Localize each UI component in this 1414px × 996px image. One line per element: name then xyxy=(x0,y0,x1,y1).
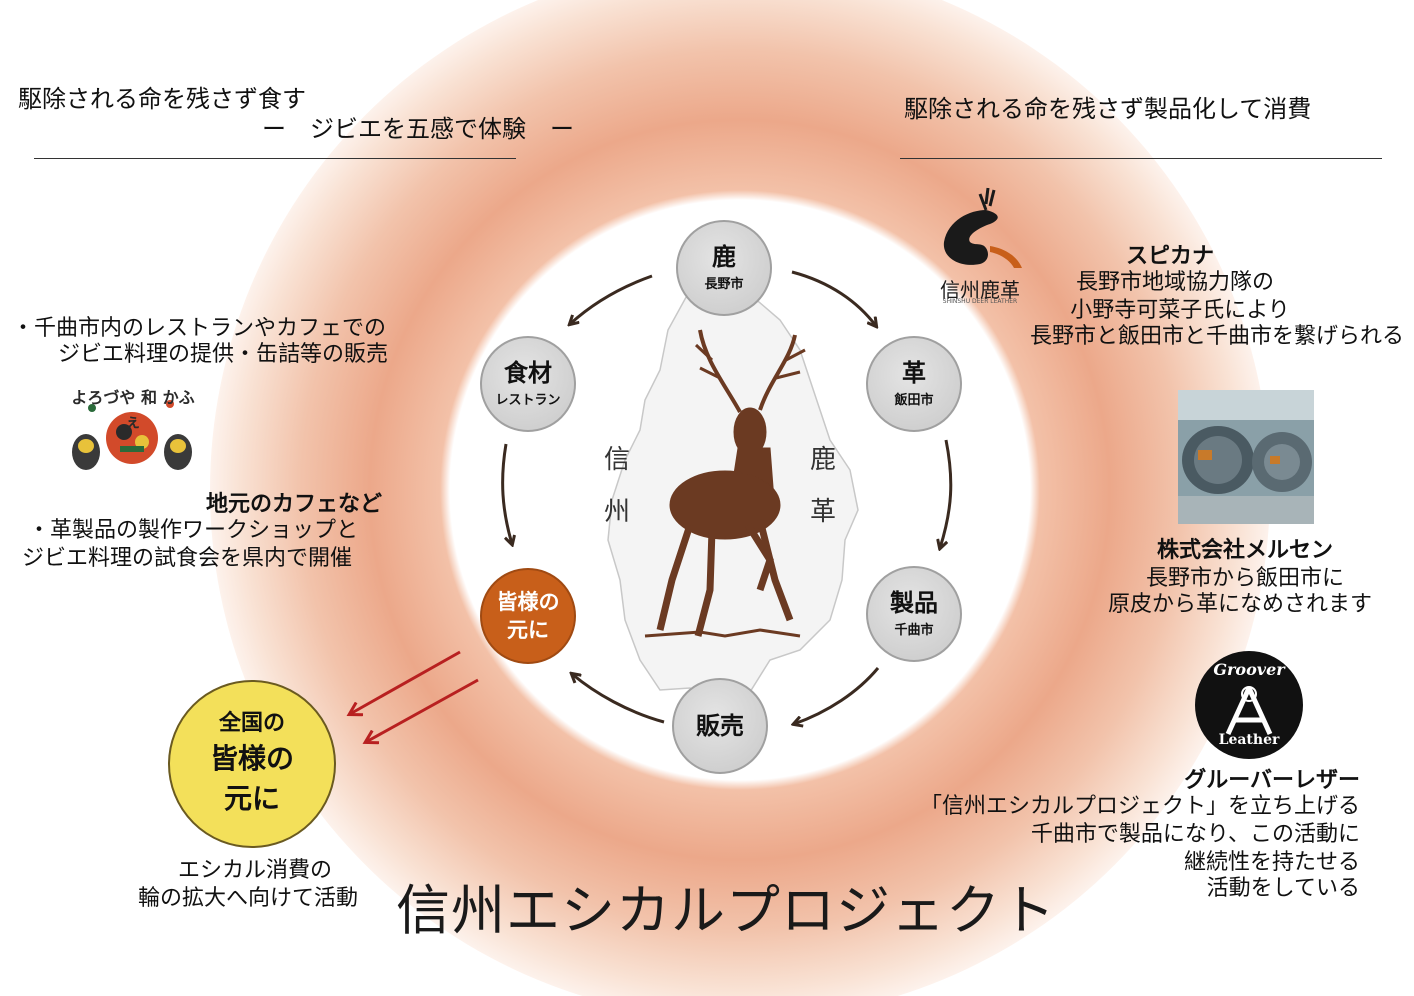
national-line3: 元に xyxy=(223,782,280,815)
left-item1-line1: ・千曲市内のレストランやカフェでの xyxy=(12,316,387,341)
national-caption1: エシカル消費の xyxy=(177,858,332,883)
node-center: 皆様の 元に xyxy=(480,568,576,664)
vertical-right-char-2: 革 xyxy=(809,497,836,527)
node-shokuzai-sub: レストラン xyxy=(495,393,561,408)
factory-photo-icon xyxy=(1178,390,1314,524)
arrow-hanbai-to-center xyxy=(572,674,665,724)
mersen-photo xyxy=(1178,390,1314,524)
groover-line1: 「信州エシカルプロジェクト」を立ち上げる xyxy=(919,794,1360,819)
left-item2-line2: ジビエ料理の試食会を県内で開催 xyxy=(22,546,353,571)
deer-head-logo-icon xyxy=(943,187,1022,268)
node-hanbai: 販売 xyxy=(672,678,768,774)
cafe-logo-icon xyxy=(62,380,202,500)
groover-line4: 活動をしている xyxy=(1206,876,1360,901)
groover-logo: Groover Leather xyxy=(1194,650,1304,760)
node-shika-main: 鹿 xyxy=(712,242,736,271)
spikana-title: スピカナ xyxy=(1125,244,1214,269)
node-shika: 鹿 長野市 xyxy=(676,220,772,316)
vertical-left-char-1: 信 xyxy=(603,445,630,475)
node-kawa-main: 革 xyxy=(902,358,926,387)
vertical-label-left: 信 州 xyxy=(602,434,632,538)
node-shokuzai-main: 食材 xyxy=(504,358,552,387)
vertical-label-right: 鹿 革 xyxy=(808,434,838,538)
arrow-shika-to-kawa xyxy=(791,270,876,326)
spikana-line2: 小野寺可菜子氏により xyxy=(1070,298,1290,323)
node-seihin: 製品 千曲市 xyxy=(866,566,962,662)
node-kawa-sub: 飯田市 xyxy=(894,393,934,408)
groover-line2: 千曲市で製品になり、この活動に xyxy=(1030,822,1360,847)
node-hanbai-main: 販売 xyxy=(696,711,744,740)
left-header-line1: 駆除される命を残さず食す xyxy=(18,85,306,113)
mersen-line2: 原皮から革になめされます xyxy=(1107,592,1372,617)
mersen-title: 株式会社メルセン xyxy=(1156,538,1333,563)
groover-leather-logo-icon xyxy=(1195,651,1303,759)
red-arrow-2 xyxy=(366,678,479,742)
right-header: 駆除される命を残さず製品化して消費 xyxy=(904,95,1312,123)
national-line1: 全国の xyxy=(218,711,285,736)
left-header-rule xyxy=(34,158,516,159)
arrow-seihin-to-hanbai xyxy=(794,667,880,724)
vertical-left-char-2: 州 xyxy=(603,497,630,527)
left-item1-line2: ジビエ料理の提供・缶詰等の販売 xyxy=(58,342,389,367)
left-item2-line1: ・革製品の製作ワークショップと xyxy=(28,518,359,543)
spikana-logo-text: 信州鹿革 xyxy=(940,278,1020,302)
left-header-line2: ー ジビエを五感で体験 ー xyxy=(262,115,574,143)
deer-icon xyxy=(644,329,806,638)
node-center-line2: 元に xyxy=(507,617,549,642)
cafe-logo-text: よろづや 和 かふぇ xyxy=(71,388,195,431)
arrow-shokuzai-to-center xyxy=(501,443,512,544)
node-seihin-sub: 千曲市 xyxy=(894,623,934,638)
cafe-logo: よろづや 和 かふぇ xyxy=(62,380,202,500)
right-header-rule xyxy=(900,158,1382,159)
node-shika-sub: 長野市 xyxy=(704,277,744,292)
arrow-shika-to-shokuzai xyxy=(570,274,653,324)
spikana-line3: 長野市と飯田市と千曲市を繋げられる xyxy=(1029,324,1404,349)
project-title: 信州エシカルプロジェクト xyxy=(396,879,1056,942)
node-center-line1: 皆様の xyxy=(496,589,560,614)
spikana-line1: 長野市地域協力隊の xyxy=(1075,270,1274,295)
mersen-line1: 長野市から飯田市に xyxy=(1145,566,1344,591)
groover-line3: 継続性を持たせる xyxy=(1183,850,1360,875)
vertical-right-char-1: 鹿 xyxy=(809,445,836,475)
node-national: 全国の 皆様の 元に xyxy=(168,680,336,848)
national-line2: 皆様の xyxy=(209,742,294,775)
node-shokuzai: 食材 レストラン xyxy=(480,336,576,432)
node-seihin-main: 製品 xyxy=(890,588,938,617)
spikana-logo-sub: SHINSHU DEER LEATHER xyxy=(942,298,1018,305)
groover-logo-bottom: Leather xyxy=(1218,732,1280,748)
red-arrow-1 xyxy=(350,650,461,714)
groover-logo-top: Groover xyxy=(1213,660,1285,679)
arrow-kawa-to-seihin xyxy=(940,439,953,548)
national-caption2: 輪の拡大へ向けて活動 xyxy=(137,886,358,911)
left-item2-title: 地元のカフェなど xyxy=(206,492,383,517)
node-kawa: 革 飯田市 xyxy=(866,336,962,432)
groover-title: グルーバーレザー xyxy=(1184,768,1360,793)
spikana-logo: 信州鹿革 SHINSHU DEER LEATHER xyxy=(930,184,1030,305)
